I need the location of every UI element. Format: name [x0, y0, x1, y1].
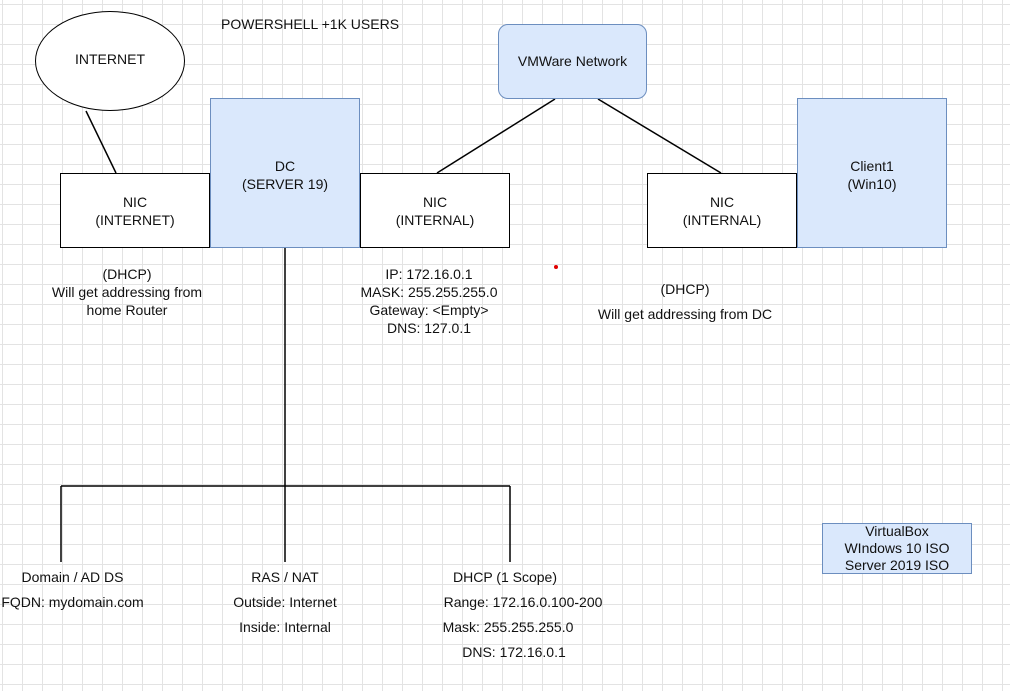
dc-config-dns: DNS: 127.0.1	[386, 320, 472, 336]
red-marker-dot	[554, 265, 558, 269]
internet-ellipse: INTERNET	[35, 11, 185, 111]
nic-internal-client-node: NIC (INTERNAL)	[647, 173, 797, 248]
client-note-line: (DHCP)	[660, 281, 710, 297]
nic-internet-line2: (INTERNET)	[95, 211, 175, 228]
dc-config-ip: IP: 172.16.0.1	[385, 266, 473, 282]
virtualbox-line: VirtualBox	[865, 523, 929, 539]
role-ras-title: RAS / NAT	[251, 569, 319, 585]
role-adds-title: Domain / AD DS	[21, 569, 124, 585]
internet-nic-note: (DHCP) Will get addressing from home Rou…	[27, 265, 227, 319]
nic-internal-client-line2: (INTERNAL)	[682, 211, 762, 228]
internet-note-line: Will get addressing from	[51, 284, 203, 300]
nic-internal-dc-node: NIC (INTERNAL)	[360, 173, 510, 248]
role-ras-outside: Outside: Internet	[233, 594, 337, 610]
diagram-title: POWERSHELL +1K USERS	[221, 16, 400, 32]
internet-note-line: (DHCP)	[102, 266, 152, 282]
nic-internal-dc-line2: (INTERNAL)	[395, 211, 475, 228]
role-adds-detail: FQDN: mydomain.com	[1, 594, 144, 610]
role-adds: Domain / AD DS FQDN: mydomain.com	[0, 565, 145, 615]
nic-to-vmware-line	[436, 98, 556, 174]
client1-node: Client1 (Win10)	[797, 98, 947, 248]
dc-server-node: DC (SERVER 19)	[210, 98, 360, 248]
dc-internal-config: IP: 172.16.0.1 MASK: 255.255.255.0 Gatew…	[334, 265, 524, 337]
internet-note-line: home Router	[86, 302, 168, 318]
nic-internet-node: NIC (INTERNET)	[60, 173, 210, 248]
client-nic-note: (DHCP) Will get addressing from DC	[570, 277, 800, 327]
dc-label-line2: (SERVER 19)	[241, 176, 329, 192]
role-dhcp-range: Range: 172.16.0.100-200	[443, 594, 603, 610]
dc-config-mask: MASK: 255.255.255.0	[360, 284, 498, 300]
internet-label: INTERNET	[75, 51, 145, 67]
nic-internal-dc-line1: NIC	[422, 193, 448, 210]
vmware-network-node: VMWare Network	[498, 24, 647, 99]
virtualbox-line: WIndows 10 ISO	[844, 540, 950, 556]
dc-label-line1: DC	[274, 158, 296, 174]
role-dhcp-mask: Mask: 255.255.255.0	[442, 619, 574, 635]
role-ras: RAS / NAT Outside: Internet Inside: Inte…	[210, 565, 360, 640]
internet-to-nic-line	[85, 110, 117, 174]
role-dhcp-dns: DNS: 172.16.0.1	[462, 644, 566, 660]
virtualbox-line: Server 2019 ISO	[844, 557, 950, 573]
client-note-line: Will get addressing from DC	[597, 306, 773, 322]
nic-internet-line1: NIC	[122, 193, 148, 210]
client-label-line1: Client1	[850, 158, 894, 174]
client-label-line2: (Win10)	[847, 176, 897, 192]
nic-internal-client-line1: NIC	[709, 193, 735, 210]
vmware-label: VMWare Network	[517, 52, 628, 69]
role-dhcp: DHCP (1 Scope) Range: 172.16.0.100-200 M…	[418, 565, 628, 665]
virtualbox-node: VirtualBox WIndows 10 ISO Server 2019 IS…	[822, 523, 972, 574]
role-dhcp-title: DHCP (1 Scope)	[452, 569, 557, 585]
vmware-to-client-nic-line	[597, 98, 722, 174]
role-ras-inside: Inside: Internal	[239, 619, 331, 635]
dc-config-gateway: Gateway: <Empty>	[369, 302, 489, 318]
